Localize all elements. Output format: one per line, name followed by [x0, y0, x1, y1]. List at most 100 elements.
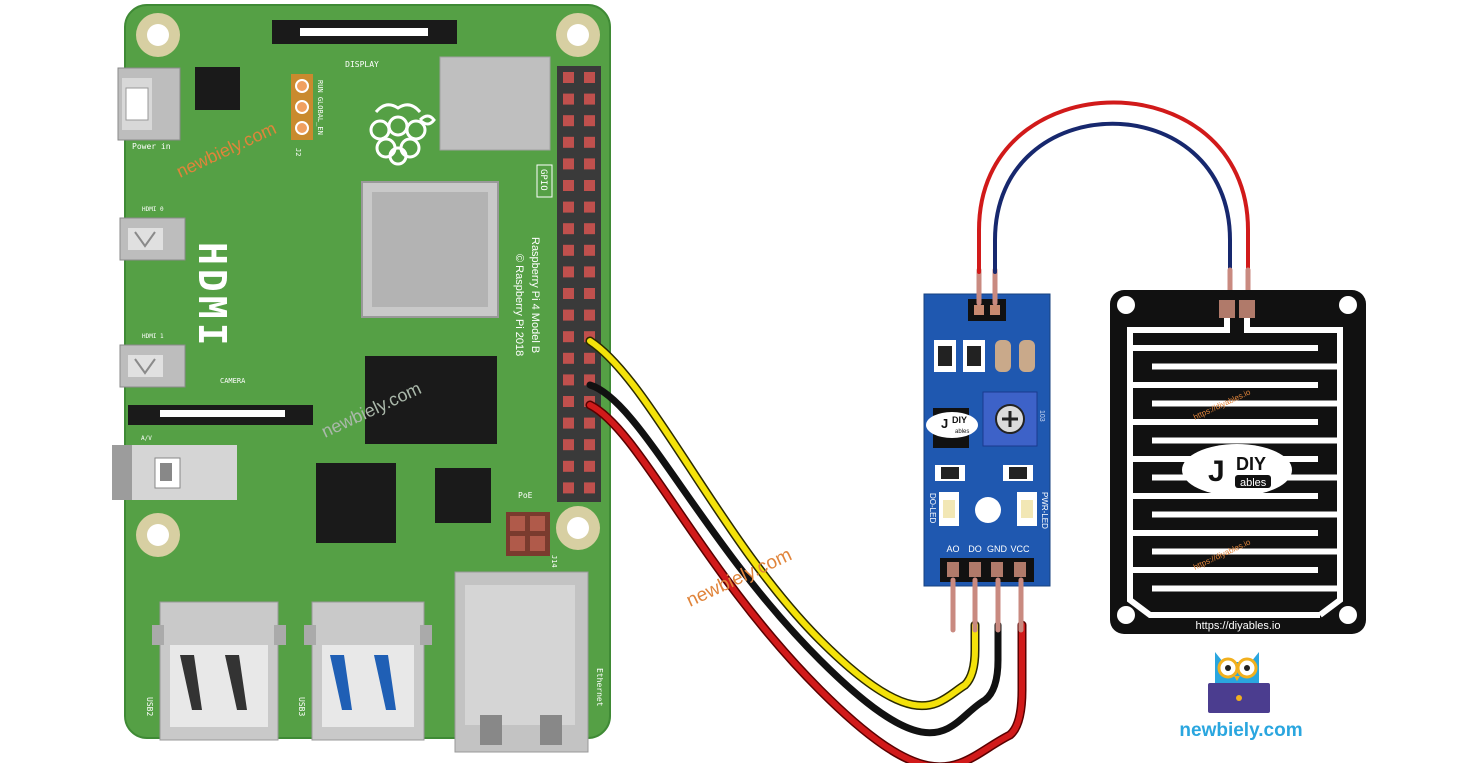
run-label: RUN GLOBAL_EN	[316, 80, 324, 135]
gpio-pin	[584, 158, 595, 170]
soc-chip	[361, 181, 499, 318]
pin-label-gnd: GND	[987, 544, 1008, 554]
svg-text:J: J	[941, 416, 948, 431]
newbiely-logo: newbiely.com	[1179, 652, 1303, 741]
ethernet-chip	[316, 463, 396, 543]
camera-label: CAMERA	[220, 377, 246, 385]
poe-header: PoE J14	[506, 491, 558, 568]
mounting-hole	[136, 513, 180, 557]
gpio-header	[557, 66, 601, 502]
gpio-pin	[584, 266, 595, 278]
mounting-hole	[556, 506, 600, 550]
module-logo-top: DIY	[952, 415, 967, 425]
small-chip-2	[435, 468, 491, 523]
pin-label-do: DO	[968, 544, 982, 554]
wire-navy-sensor	[993, 121, 1232, 274]
gpio-pin	[563, 180, 574, 191]
potentiometer: 103	[982, 391, 1045, 447]
gpio-pin	[584, 309, 595, 321]
wire-black-gnd	[586, 381, 1002, 737]
raspberry-logo-icon	[369, 103, 436, 166]
pot-code: 103	[1038, 410, 1045, 422]
gpio-pin	[563, 352, 574, 364]
wire-red-sensor	[977, 100, 1250, 274]
gpio-pin	[584, 223, 595, 235]
mounting-hole	[136, 13, 180, 57]
hdmi0-port: HDMI 0	[119, 206, 186, 261]
gpio-pin	[563, 396, 574, 407]
camera-connector: CAMERA	[128, 377, 313, 425]
gpio-pin	[584, 201, 595, 213]
gpio-pin	[563, 93, 574, 105]
small-chip	[195, 67, 240, 110]
gpio-pin	[584, 72, 595, 83]
gpio-pin	[563, 72, 574, 83]
diyables-logo-module: J DIY ables	[926, 412, 978, 438]
rain-sensor-plate: J DIY ables https://diyables.io https://…	[1110, 290, 1366, 634]
gpio-pin	[563, 288, 574, 299]
hdmi0-label: HDMI 0	[142, 206, 164, 213]
power-in-label: Power in	[132, 142, 171, 151]
gpio-pin	[563, 331, 574, 343]
sensor-logo-top: DIY	[1236, 454, 1266, 474]
usb3-label: USB3	[297, 697, 306, 716]
j14-label: J14	[550, 555, 558, 568]
gpio-label: GPIO	[538, 169, 548, 191]
gpio-pin	[563, 266, 574, 278]
gpio-pin	[563, 158, 574, 170]
do-led-label: DO-LED	[928, 493, 937, 523]
brand-name: newbiely.com	[1179, 720, 1302, 741]
gpio-pin	[563, 439, 574, 451]
model-line-2: © Raspberry Pi 2018	[513, 254, 525, 356]
gpio-pin	[584, 460, 595, 472]
gpio-pin	[584, 439, 595, 451]
gpio-pin	[563, 201, 574, 213]
gpio-pin	[563, 374, 574, 386]
sensor-wires	[977, 100, 1251, 313]
ethernet-label: Ethernet	[595, 668, 604, 707]
diyables-logo-sensor: J DIY ables	[1182, 444, 1292, 496]
gpio-pin	[563, 223, 574, 235]
svg-text:J: J	[1208, 455, 1225, 488]
usb2-port: USB2	[145, 601, 286, 741]
raspberry-pi-board: DISPLAY Power in RUN GLOBAL_EN J2	[112, 4, 611, 753]
ethernet-port: Ethernet	[454, 571, 604, 753]
gpio-pin	[563, 309, 574, 321]
rain-sensor-module: J DIY ables 103 DO-LED PWR-LED AO DO GND…	[923, 267, 1051, 633]
gpio-pin	[563, 115, 574, 127]
j2-label: J2	[294, 148, 302, 156]
hdmi1-label: HDMI 1	[142, 333, 164, 340]
sensor-url: https://diyables.io	[1196, 620, 1281, 632]
gpio-pin	[563, 244, 574, 256]
hdmi1-port: HDMI 1	[119, 333, 186, 388]
module-logo-bottom: ables	[955, 429, 969, 435]
av-label: A/V	[141, 435, 152, 442]
usb2-label: USB2	[145, 697, 154, 716]
gpio-pin	[563, 460, 574, 472]
signal-wires	[585, 336, 1027, 763]
gpio-pin	[563, 482, 574, 494]
gpio-pin	[584, 374, 595, 386]
gpio-pin	[584, 115, 595, 127]
usb3-port: USB3	[297, 601, 432, 741]
gpio-pin	[584, 136, 595, 148]
gpio-pin	[584, 180, 595, 191]
hdmi-big-label: HDMI	[190, 242, 234, 350]
av-jack: A/V	[112, 435, 237, 500]
pin-label-ao: AO	[946, 544, 959, 554]
gpio-pin	[584, 417, 595, 429]
owl-icon	[1208, 652, 1270, 713]
gpio-label-box: GPIO	[536, 164, 553, 198]
gpio-pin	[584, 352, 595, 364]
sensor-logo-bottom: ables	[1240, 477, 1267, 489]
display-connector: DISPLAY	[272, 20, 457, 69]
run-header: RUN GLOBAL_EN J2	[291, 74, 324, 156]
pwr-led-label: PWR-LED	[1040, 492, 1049, 529]
model-line-1: Raspberry Pi 4 Model B	[529, 237, 541, 353]
gpio-pin	[584, 288, 595, 299]
pin-label-vcc: VCC	[1010, 544, 1030, 554]
ram-chip	[365, 356, 497, 444]
poe-label: PoE	[518, 491, 533, 500]
display-label: DISPLAY	[345, 60, 379, 69]
